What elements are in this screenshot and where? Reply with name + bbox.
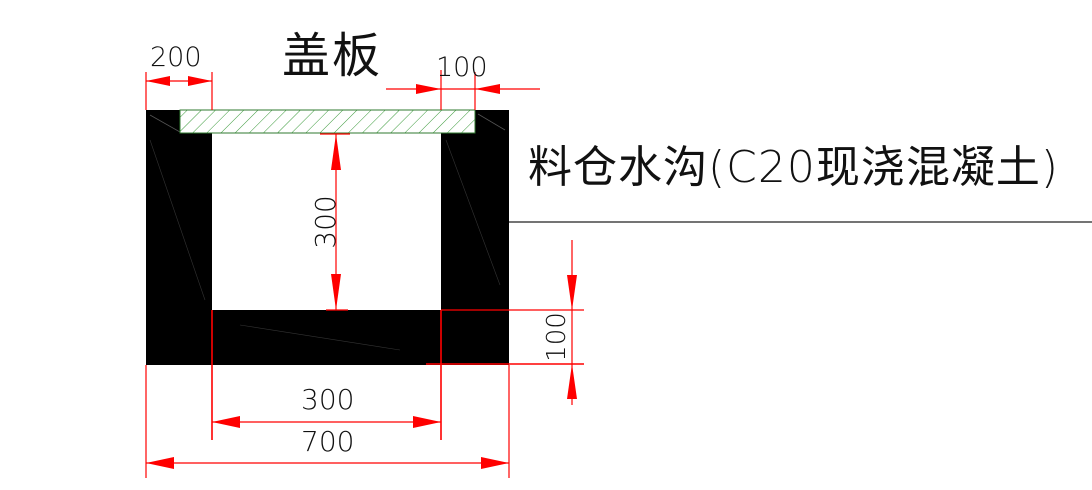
dim-text-300-vertical: 300 <box>309 195 342 249</box>
dim-text-700: 700 <box>301 425 355 458</box>
dim-text-200: 200 <box>150 42 202 73</box>
material-callout-label: 料仓水沟(C20现浇混凝土) <box>528 142 1060 193</box>
lid-label: 盖板 <box>282 28 383 84</box>
dim-inner-height-300 <box>320 133 350 311</box>
concrete-trench-body <box>146 110 509 365</box>
dim-lid-overlap-100 <box>386 70 540 110</box>
dim-text-100-top: 100 <box>436 52 488 83</box>
dim-inner-width-300 <box>212 416 441 428</box>
dim-wall-width-200 <box>145 72 213 110</box>
dim-text-100-vertical: 100 <box>542 312 572 362</box>
cover-lid <box>179 109 476 134</box>
dim-overall-width-700 <box>145 365 510 478</box>
dim-base-thickness-100 <box>211 240 584 440</box>
dim-text-300-horizontal: 300 <box>301 383 355 416</box>
